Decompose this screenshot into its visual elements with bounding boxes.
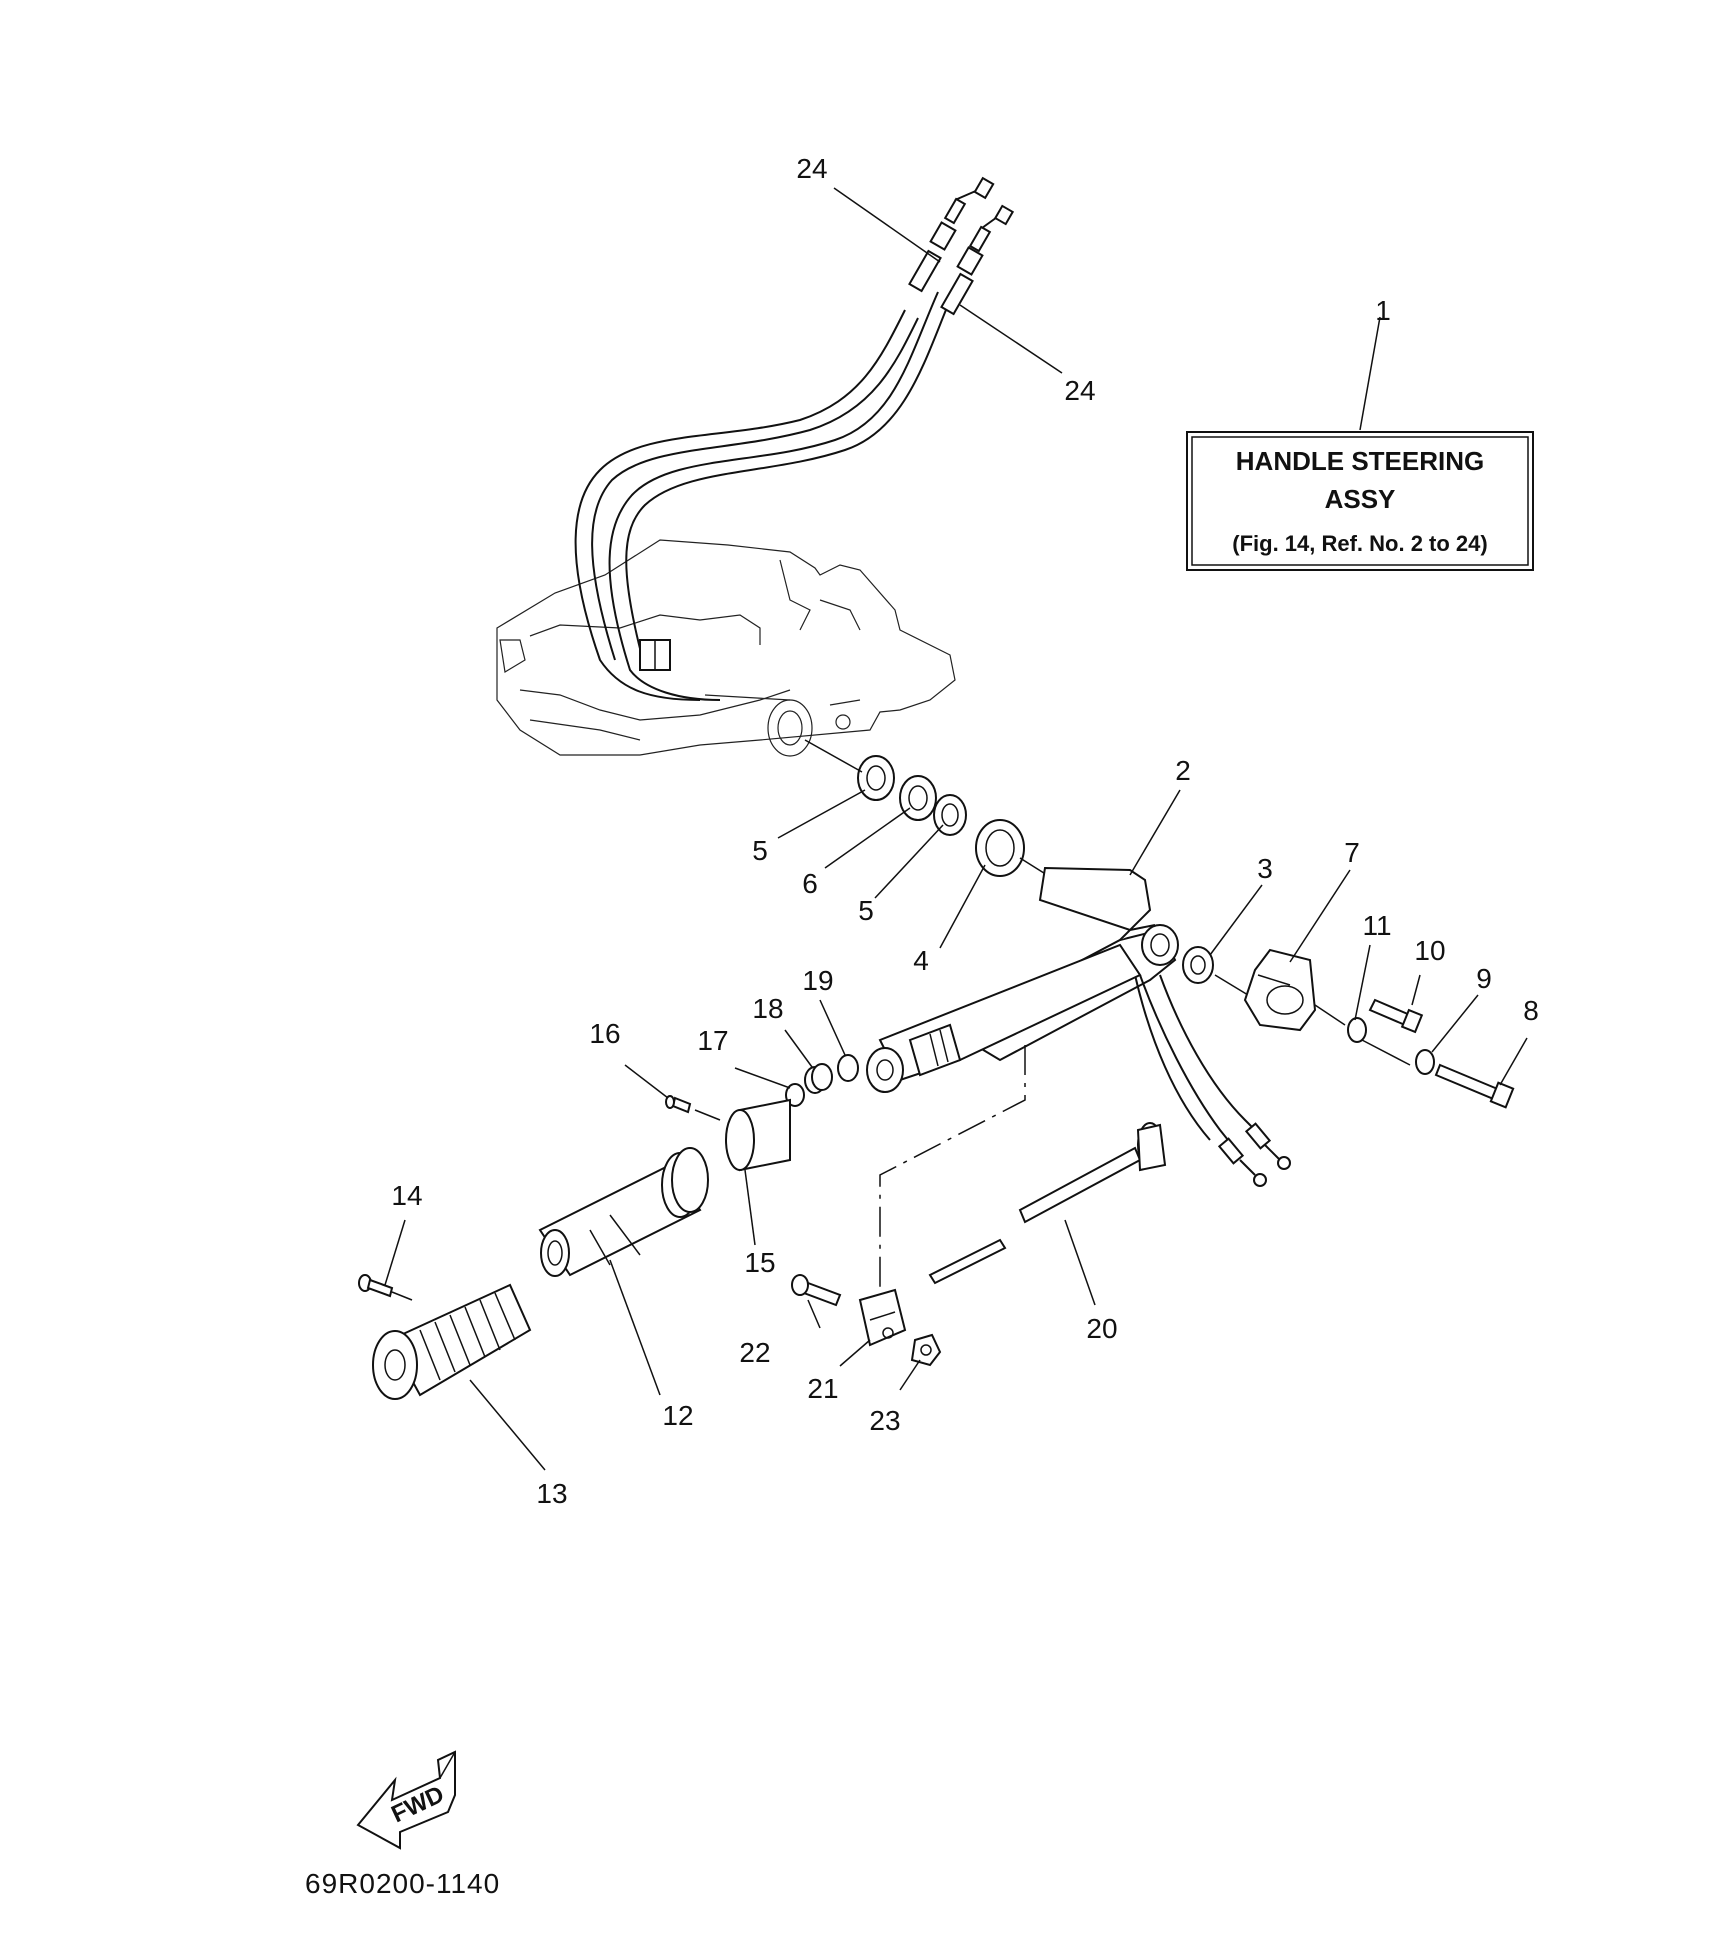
- bolt-10: [1368, 998, 1424, 1034]
- callout-24-top: 24: [796, 153, 827, 184]
- cable-end-upper-1: [908, 176, 995, 293]
- callout-2: 2: [1175, 755, 1191, 786]
- assembly-label-line1: HANDLE STEERING: [1236, 446, 1484, 476]
- callout-21: 21: [807, 1373, 838, 1404]
- assembly-label-box: HANDLE STEERING ASSY (Fig. 14, Ref. No. …: [1186, 431, 1534, 571]
- callout-9: 9: [1476, 963, 1492, 994]
- nut-23: [910, 1333, 942, 1367]
- throttle-shaft-tube: [866, 943, 1142, 1093]
- cable-end-upper-2: [940, 204, 1015, 316]
- callout-15: 15: [744, 1247, 775, 1278]
- callout-24-bottom: 24: [1064, 375, 1095, 406]
- washer-5a: [857, 755, 895, 801]
- callout-16: 16: [589, 1018, 620, 1049]
- throttle-shaft-12: [538, 1147, 709, 1277]
- washer-11: [1347, 1017, 1367, 1043]
- callout-22: 22: [739, 1337, 770, 1368]
- callout-12: 12: [662, 1400, 693, 1431]
- callout-6: 6: [802, 868, 818, 899]
- callout-10: 10: [1414, 935, 1445, 966]
- assembly-label-line2: ASSY: [1325, 484, 1396, 514]
- throttle-cables: [574, 176, 1015, 701]
- callout-20: 20: [1086, 1313, 1117, 1344]
- throttle-rod-20: [928, 1122, 1167, 1285]
- callout-5-right: 5: [858, 895, 874, 926]
- callout-11: 11: [1362, 910, 1391, 941]
- leader-lines: [384, 187, 1528, 1471]
- fwd-arrow-icon: FWD: [356, 1750, 456, 1850]
- screw-14: [358, 1274, 394, 1298]
- callout-5-left: 5: [752, 835, 768, 866]
- callout-4: 4: [913, 945, 929, 976]
- callout-18: 18: [752, 993, 783, 1024]
- stopper-21: [858, 1288, 907, 1347]
- screw-16: [665, 1095, 692, 1114]
- callout-3: 3: [1257, 853, 1273, 884]
- collar-19: [837, 1054, 859, 1082]
- callout-13: 13: [536, 1478, 567, 1509]
- callout-14: 14: [391, 1180, 422, 1211]
- callout-1: 1: [1375, 295, 1391, 326]
- plate-7: [1243, 948, 1317, 1032]
- throttle-collar-15: [725, 1098, 791, 1172]
- bushing-stack: [804, 739, 1056, 881]
- engine-bracket-outline: [496, 539, 956, 757]
- assembly-label-line3: (Fig. 14, Ref. No. 2 to 24): [1232, 531, 1487, 556]
- callout-8: 8: [1523, 995, 1539, 1026]
- callout-19: 19: [802, 965, 833, 996]
- bolt-22: [791, 1274, 842, 1307]
- throttle-grip-13: [372, 1283, 532, 1400]
- washer-9: [1415, 1049, 1435, 1075]
- bolt-8: [1434, 1063, 1515, 1109]
- callout-17: 17: [697, 1025, 728, 1056]
- spring-18: [804, 1063, 833, 1094]
- bushing-6: [899, 775, 937, 821]
- pivot-collar-3: [1182, 946, 1214, 984]
- callout-7: 7: [1344, 837, 1360, 868]
- callout-numbers: 24 24 1 2 3 7 5 6 5 4 11 10 9 8 19 18 17…: [391, 153, 1538, 1509]
- callout-23: 23: [869, 1405, 900, 1436]
- collar-4: [975, 819, 1025, 877]
- drawing-code: 69R0200-1140: [305, 1868, 500, 1899]
